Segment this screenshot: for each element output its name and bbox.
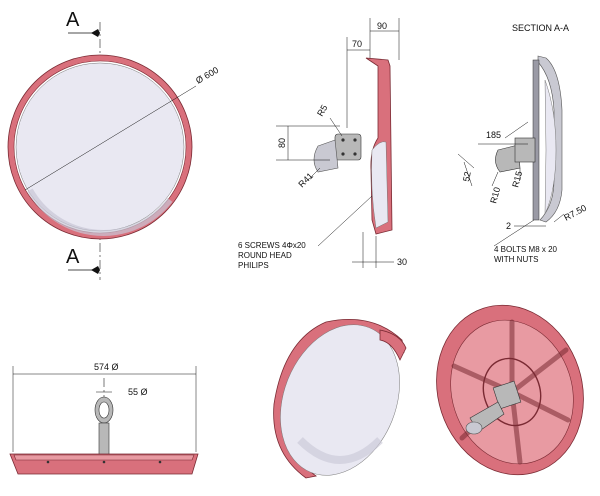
section-title: SECTION A-A	[512, 23, 569, 33]
side-pole-clamp	[313, 139, 339, 173]
bolts-note-line2: WITH NUTS	[494, 255, 538, 264]
diameter-leader	[24, 85, 197, 191]
section-pole-clamp	[495, 144, 521, 173]
dim-80: 80	[277, 138, 287, 148]
section-label-bottom: A	[66, 246, 80, 268]
dim-r41: R41	[296, 171, 315, 190]
iso-hood	[379, 329, 407, 361]
section-view: SECTION A-A 185 52 R10 R15 2 R7.50 4 BOL…	[457, 23, 588, 264]
leader-r41	[307, 167, 321, 181]
iso-front-view	[273, 319, 407, 479]
screws-note-line3: PHILIPS	[238, 261, 269, 270]
bracket-bolt-3	[341, 152, 345, 156]
iso-back-pole-clamp	[465, 421, 483, 435]
leader-bolts	[493, 219, 535, 247]
rim-screw-3	[158, 460, 162, 464]
section-mirror-shell	[537, 55, 563, 223]
leader-screws	[317, 195, 373, 247]
iso-back-bracket	[492, 380, 522, 410]
dim-52: 52	[461, 171, 473, 183]
leader-r5	[329, 117, 343, 137]
diameter-label: Ø 600	[194, 65, 220, 86]
dim-90: 90	[377, 21, 387, 31]
mirror-bottom-highlight	[13, 454, 195, 461]
leader-r10	[491, 171, 499, 187]
dim-r5: R5	[315, 103, 329, 118]
dim-2: 2	[506, 221, 511, 231]
bracket-bolt-1	[341, 138, 345, 142]
mirror-side-glass	[371, 141, 389, 229]
dim-line-52	[463, 161, 473, 187]
front-view: A A Ø 600	[7, 9, 220, 280]
dim-r10: R10	[488, 186, 502, 205]
dim-30: 30	[397, 257, 407, 267]
dim-r750: R7.50	[562, 203, 588, 223]
side-bracket-plate	[334, 133, 362, 161]
dim-55: 55 Ø	[128, 387, 148, 397]
leader-185	[504, 121, 529, 139]
iso-back-hub-ring	[482, 357, 542, 427]
mirror-shading	[27, 188, 173, 236]
pole-hole	[98, 401, 110, 419]
bottom-view: 574 Ø 55 Ø	[9, 362, 199, 475]
ext-line-52	[457, 153, 475, 169]
dim-r15: R15	[510, 170, 524, 189]
screws-note-line2: ROUND HEAD	[238, 251, 292, 260]
bracket-bolt-2	[353, 138, 357, 142]
iso-glass-shading	[297, 437, 383, 464]
rim-screw-1	[46, 460, 50, 464]
screws-note-line1: 6 SCREWS 4Φx20	[238, 241, 306, 250]
dim-70: 70	[352, 39, 362, 49]
iso-back-view	[436, 304, 584, 476]
dim-185: 185	[486, 130, 501, 140]
section-label-top: A	[66, 9, 80, 31]
section-arrow-bottom-head	[91, 266, 100, 274]
leader-r750	[553, 213, 565, 223]
side-view: 90 70 80 R5 R41 6 SCREWS 4Φx20 ROUND HEA…	[238, 18, 407, 270]
section-arrow-top-head	[91, 29, 100, 37]
iso-glass	[280, 324, 400, 476]
section-bracket	[514, 137, 536, 163]
bracket-bolt-4	[353, 152, 357, 156]
bolts-note-line1: 4 BOLTS M8 x 20	[494, 245, 558, 254]
dim-574: 574 Ø	[94, 362, 119, 372]
rim-screw-2	[102, 460, 106, 464]
bracket-stem	[98, 422, 110, 456]
section-mirror-glass	[544, 79, 557, 215]
